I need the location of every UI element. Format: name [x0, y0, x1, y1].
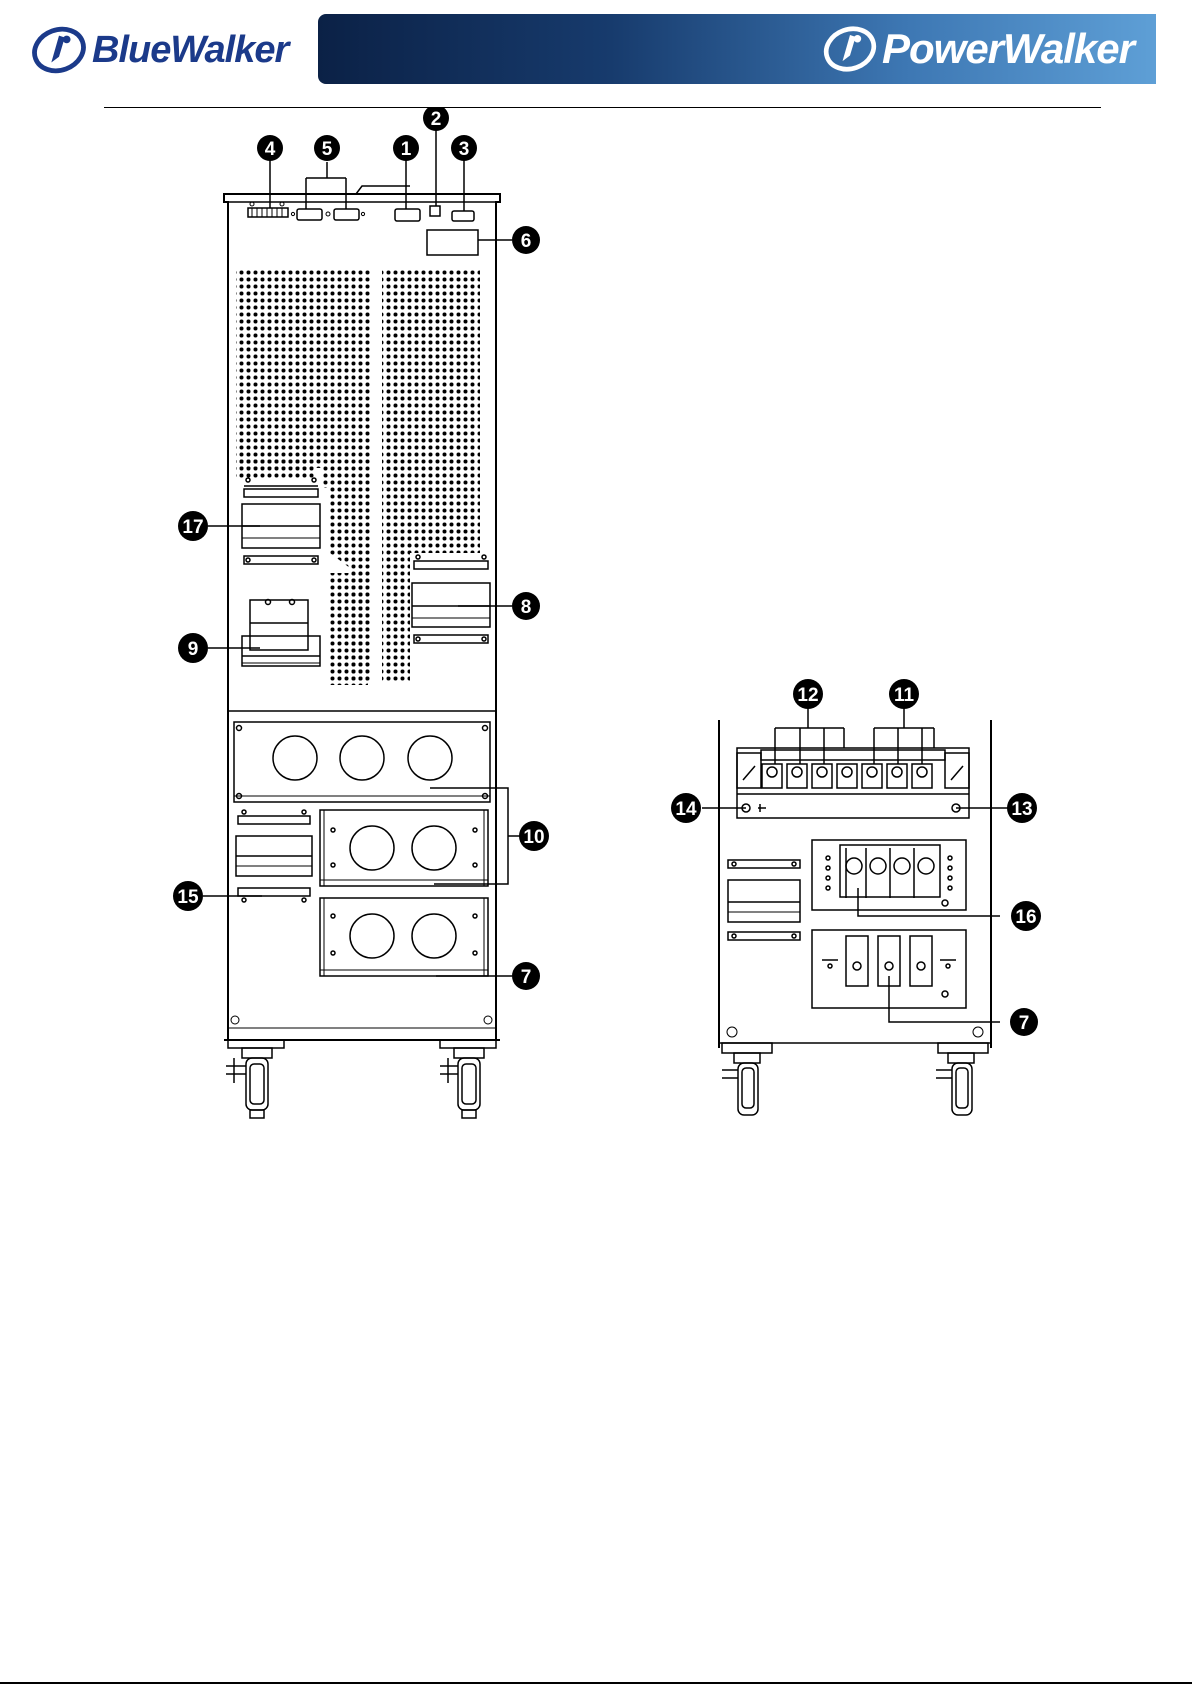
callout-3: 3 — [451, 135, 477, 161]
terminal-detail-view — [719, 720, 991, 1115]
brand-name-left: BlueWalker — [92, 29, 288, 72]
callout-12: 12 — [793, 679, 823, 709]
callout-14: 14 — [671, 793, 701, 823]
ups-rear-panel-diagram: 1 2 3 4 5 6 17 8 9 10 15 7 12 11 14 13 1… — [0, 108, 1192, 1138]
callout-8: 8 — [512, 592, 540, 620]
svg-text:10: 10 — [523, 827, 544, 848]
powerwalker-swirl-logo-icon — [822, 24, 878, 74]
callout-9: 9 — [178, 633, 208, 663]
svg-text:5: 5 — [322, 139, 333, 160]
breaker-8 — [410, 553, 492, 683]
svg-text:2: 2 — [431, 109, 442, 130]
breaker-9 — [232, 586, 328, 686]
header-banner: PowerWalker — [318, 14, 1156, 84]
callout-6: 6 — [512, 226, 540, 254]
svg-text:15: 15 — [177, 887, 199, 908]
callout-11: 11 — [889, 679, 919, 709]
svg-text:3: 3 — [459, 139, 470, 160]
svg-text:13: 13 — [1011, 799, 1032, 820]
svg-text:4: 4 — [265, 139, 276, 160]
callout-5: 5 — [314, 135, 340, 161]
rear-panel-svg: 1 2 3 4 5 6 17 8 9 10 15 7 12 11 14 13 1… — [0, 108, 1192, 1138]
callout-2: 2 — [423, 108, 449, 131]
main-cabinet-view — [224, 186, 500, 1118]
caster-right — [440, 1048, 484, 1118]
svg-text:9: 9 — [188, 639, 199, 660]
callout-16: 16 — [1011, 901, 1041, 931]
breaker-15 — [236, 810, 312, 902]
callout-17: 17 — [178, 511, 208, 541]
svg-text:1: 1 — [401, 139, 412, 160]
svg-text:16: 16 — [1015, 907, 1036, 928]
footer-divider — [0, 1682, 1192, 1684]
svg-text:11: 11 — [894, 685, 915, 706]
bluewalker-swirl-logo-icon — [30, 26, 88, 74]
caster-detail-left — [722, 1053, 760, 1115]
caster-left — [226, 1048, 272, 1118]
callout-1: 1 — [393, 135, 419, 161]
callout-15: 15 — [173, 881, 203, 911]
page-header: BlueWalker PowerWalker — [0, 0, 1192, 100]
svg-text:7: 7 — [1019, 1013, 1030, 1034]
callout-13: 13 — [1007, 793, 1037, 823]
powerwalker-logo: PowerWalker — [822, 24, 1134, 74]
callout-7: 7 — [512, 962, 540, 990]
brand-name-right: PowerWalker — [882, 25, 1134, 73]
callout-7-detail: 7 — [1010, 1008, 1038, 1036]
breaker-detail — [728, 860, 800, 940]
svg-text:7: 7 — [521, 967, 532, 988]
caster-detail-right — [936, 1053, 974, 1115]
svg-text:14: 14 — [675, 799, 697, 820]
bluewalker-logo: BlueWalker — [30, 20, 288, 80]
svg-text:17: 17 — [182, 517, 203, 538]
svg-text:8: 8 — [521, 597, 532, 618]
terminal-block-11-12 — [737, 748, 969, 818]
terminal-block-16 — [812, 840, 966, 910]
svg-text:6: 6 — [521, 231, 532, 252]
callout-10: 10 — [519, 821, 549, 851]
svg-text:12: 12 — [797, 685, 818, 706]
callout-4: 4 — [257, 135, 283, 161]
